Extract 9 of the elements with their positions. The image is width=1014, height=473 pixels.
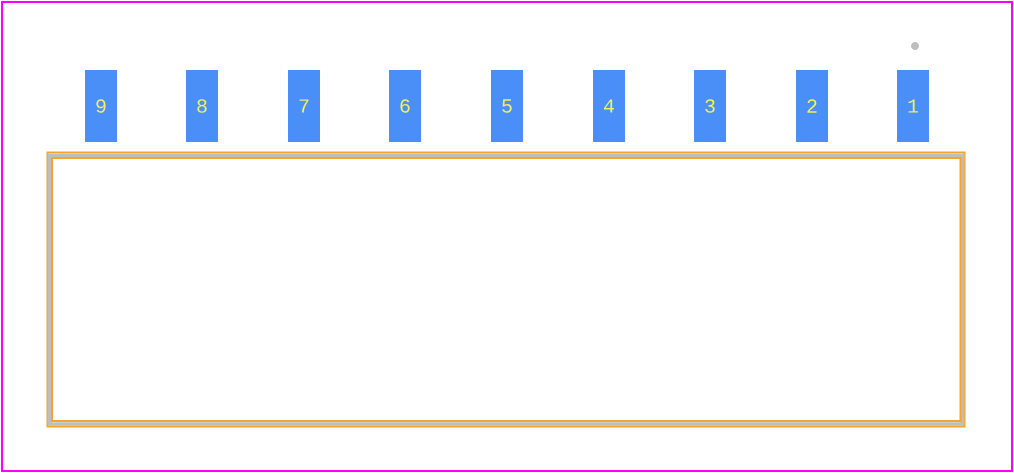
pad: 2 bbox=[796, 70, 828, 142]
pad: 5 bbox=[491, 70, 523, 142]
pad: 4 bbox=[593, 70, 625, 142]
pad: 3 bbox=[694, 70, 726, 142]
pad: 6 bbox=[389, 70, 421, 142]
pad: 8 bbox=[186, 70, 218, 142]
pad: 7 bbox=[288, 70, 320, 142]
pad: 9 bbox=[85, 70, 117, 142]
pad: 1 bbox=[897, 70, 929, 142]
